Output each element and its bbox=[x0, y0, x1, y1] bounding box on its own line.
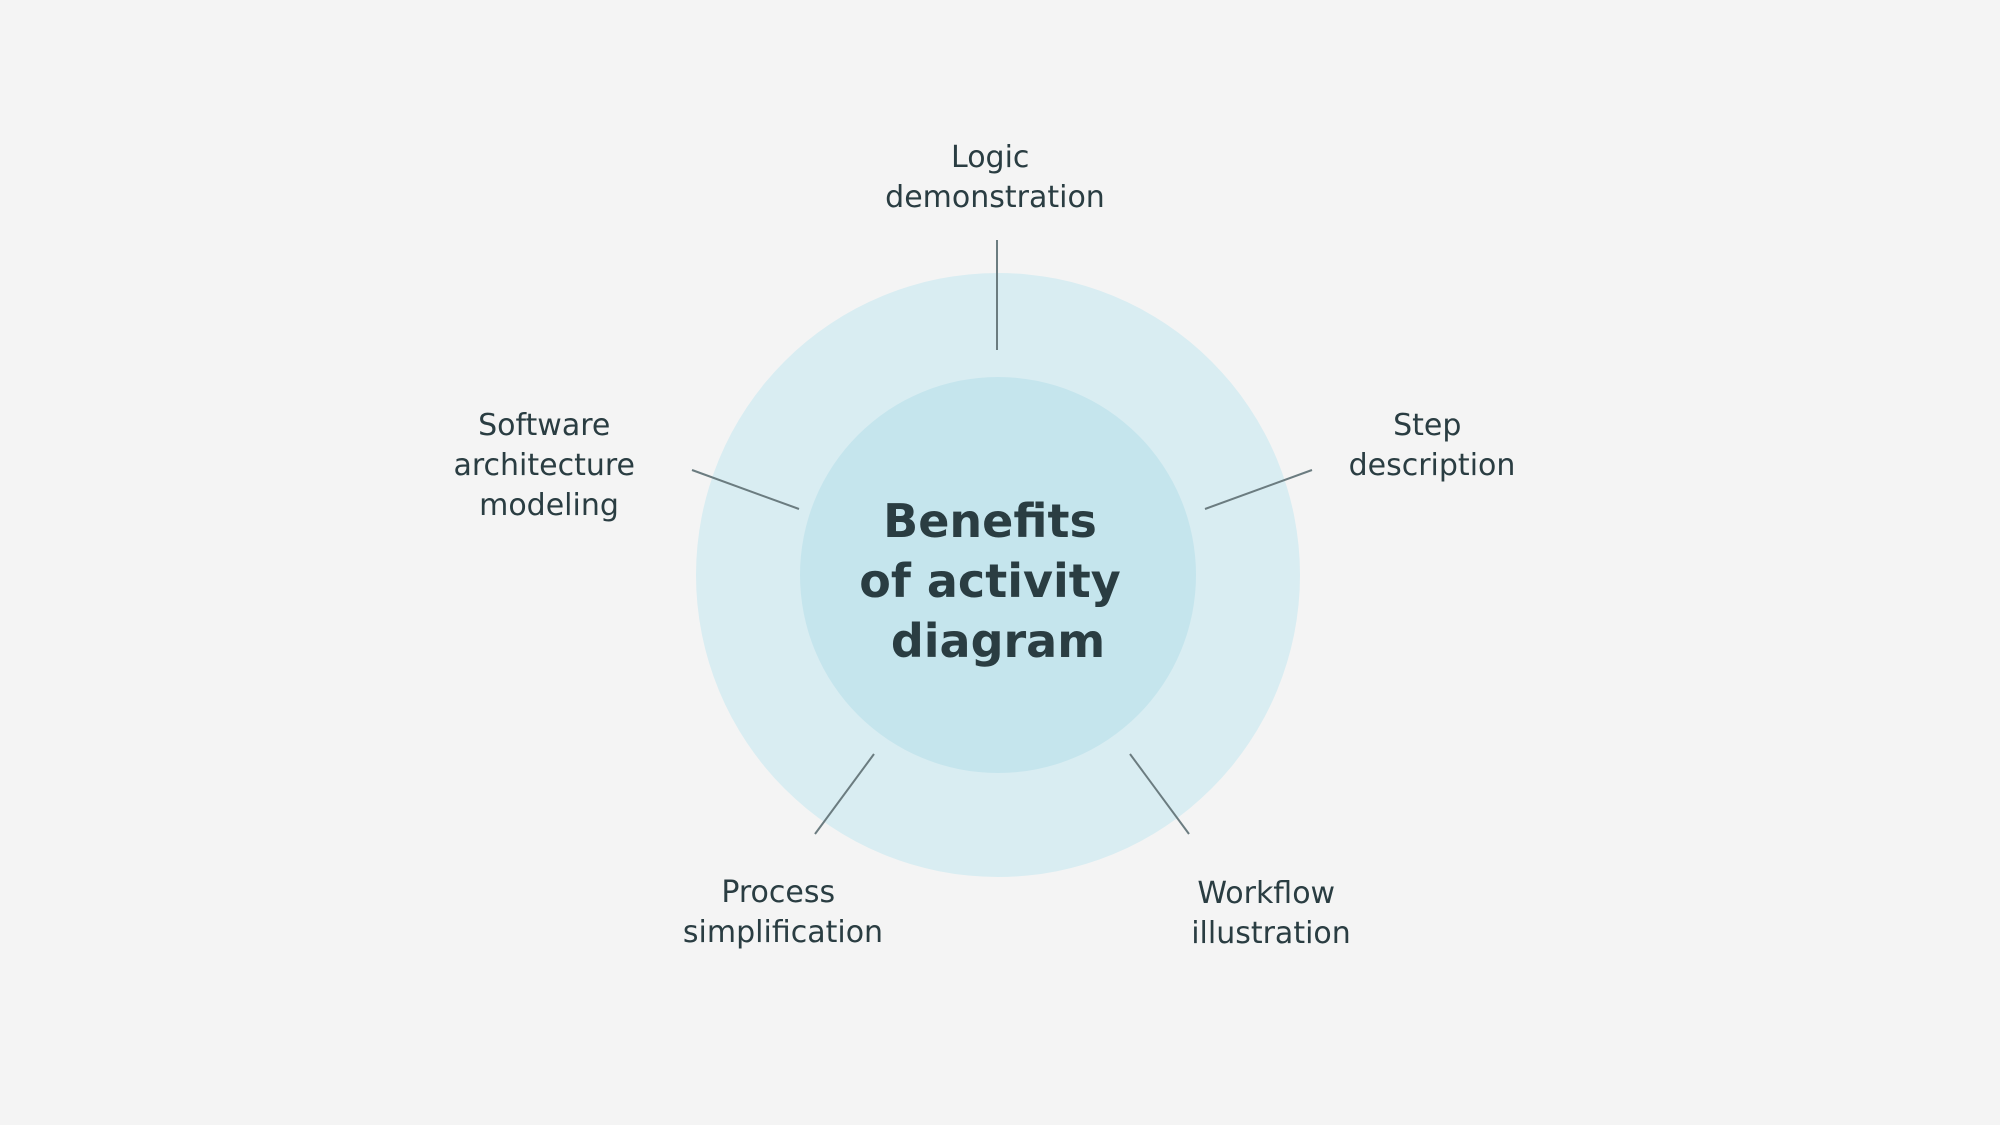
benefit-label-line: modeling bbox=[479, 488, 619, 523]
benefit-label-line: illustration bbox=[1191, 916, 1351, 951]
inner-circle bbox=[800, 377, 1196, 773]
benefit-workflow-illustration: Workflow illustration bbox=[1191, 876, 1351, 951]
connector-process-simplification bbox=[814, 753, 875, 835]
benefit-label-line: architecture bbox=[453, 448, 635, 483]
benefit-label-line: Logic bbox=[951, 140, 1029, 175]
benefit-label-line: simplification bbox=[683, 915, 883, 950]
benefit-software-architecture-modeling: Software architecture modeling bbox=[453, 408, 644, 523]
benefit-logic-demonstration: Logic demonstration bbox=[885, 140, 1105, 215]
benefit-label-line: Step bbox=[1393, 408, 1461, 443]
benefit-label-line: Software bbox=[478, 408, 610, 443]
connector-workflow-illustration bbox=[1129, 753, 1190, 835]
benefit-label-line: Process bbox=[721, 875, 835, 910]
center-title: Benefits of activity diagram bbox=[859, 494, 1136, 668]
benefit-label-line: Workflow bbox=[1197, 876, 1335, 911]
connector-step-description bbox=[1204, 469, 1313, 510]
center-title-line: diagram bbox=[891, 614, 1105, 668]
benefit-label-line: demonstration bbox=[885, 180, 1105, 215]
benefit-label-line: description bbox=[1349, 448, 1516, 483]
center-title-line: Benefits bbox=[883, 494, 1097, 548]
connector-software-architecture-modeling bbox=[691, 469, 800, 510]
benefit-process-simplification: Process simplification bbox=[683, 875, 883, 950]
benefit-step-description: Step description bbox=[1349, 408, 1516, 483]
center-title-line: of activity bbox=[859, 554, 1120, 608]
